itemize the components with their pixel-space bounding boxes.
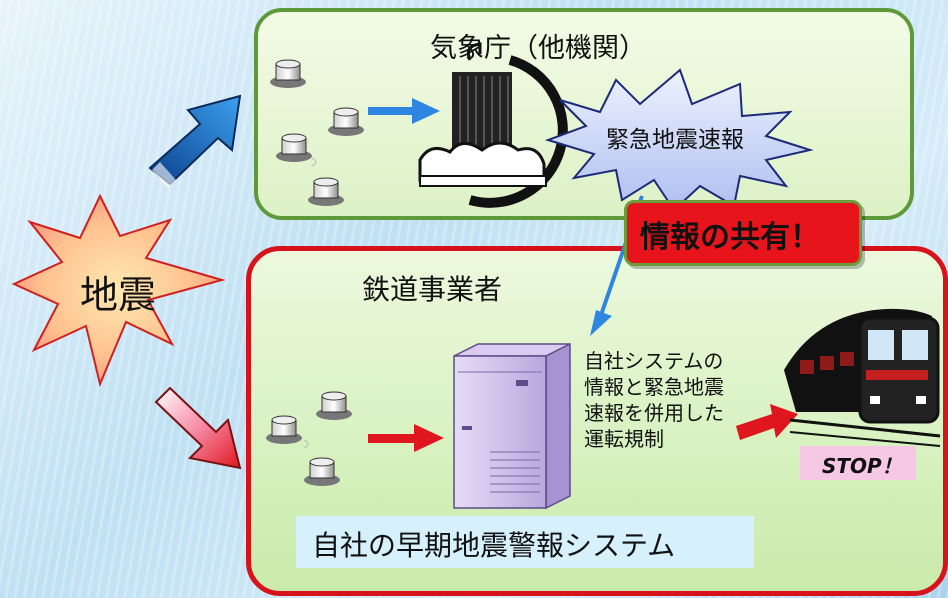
- jma-title: 気象庁（他機関）: [430, 33, 646, 64]
- earthquake-label: 地震: [80, 273, 157, 317]
- seismometer-icon: [270, 59, 306, 88]
- quake-to-railway-arrow-icon: [154, 386, 242, 470]
- quake-to-jma-arrow-icon: [148, 94, 242, 188]
- seismometer-icon: [316, 391, 352, 420]
- control-to-train-arrow-icon: [736, 404, 798, 440]
- eew-label: 緊急地震速報: [606, 127, 744, 153]
- seismometer-icon: [328, 107, 364, 136]
- seismometer-icon: [304, 457, 340, 486]
- jma-seismometers: [270, 59, 364, 206]
- railway-seismometers: [266, 391, 352, 486]
- system-description: 自社システムの情報と緊急地震速報を併用した運転規制: [584, 349, 724, 451]
- earthquake-burst-icon: [11, 193, 226, 388]
- server-icon: [453, 342, 571, 510]
- railway-title: 鉄道事業者: [362, 273, 503, 306]
- share-label: 情報の共有！: [640, 220, 820, 255]
- eew-burst-icon: [544, 68, 814, 212]
- system-name: 自社の早期地震警報システム: [312, 529, 676, 562]
- jma-building-icon: [418, 42, 568, 208]
- share-badge: [624, 200, 862, 266]
- seismometer-icon: [276, 133, 312, 162]
- stop-badge: [800, 446, 916, 480]
- stop-label: STOP！: [822, 454, 902, 478]
- system-name-box: [296, 516, 754, 568]
- sensor-to-server-arrow-icon: [368, 424, 444, 452]
- seismometer-icon: [308, 177, 344, 206]
- train-icon: [784, 308, 941, 447]
- sensor-to-jma-arrow-icon: [368, 98, 440, 124]
- seismometer-icon: [266, 415, 302, 444]
